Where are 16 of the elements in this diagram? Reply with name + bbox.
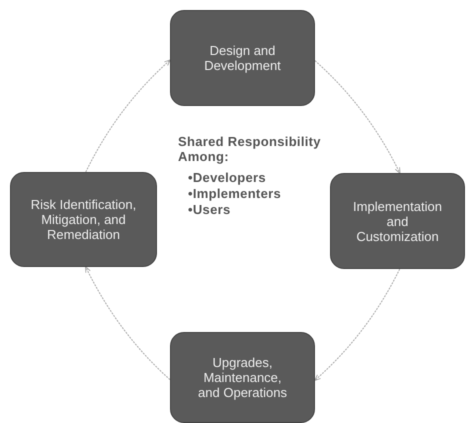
list-item: •Users	[188, 202, 230, 217]
curved-arrow	[314, 60, 400, 174]
process-box	[170, 10, 315, 106]
list-item: •Developers	[188, 170, 266, 185]
process-box	[170, 332, 315, 423]
process-box	[330, 173, 465, 269]
step-label: Upgrades, Maintenance, and Operations	[197, 355, 288, 400]
step-label: Implementation and Customization	[352, 198, 443, 244]
heading: Shared Responsibility Among:	[178, 134, 322, 164]
list-item: •Implementers	[188, 186, 281, 201]
process-box	[10, 172, 157, 267]
curved-arrow	[85, 266, 170, 380]
curved-arrow	[314, 268, 400, 381]
curved-arrow	[85, 59, 171, 172]
step-label: Design and Development	[203, 43, 282, 73]
step-label: Risk Identification, Mitigation, and Remediation	[30, 197, 138, 242]
